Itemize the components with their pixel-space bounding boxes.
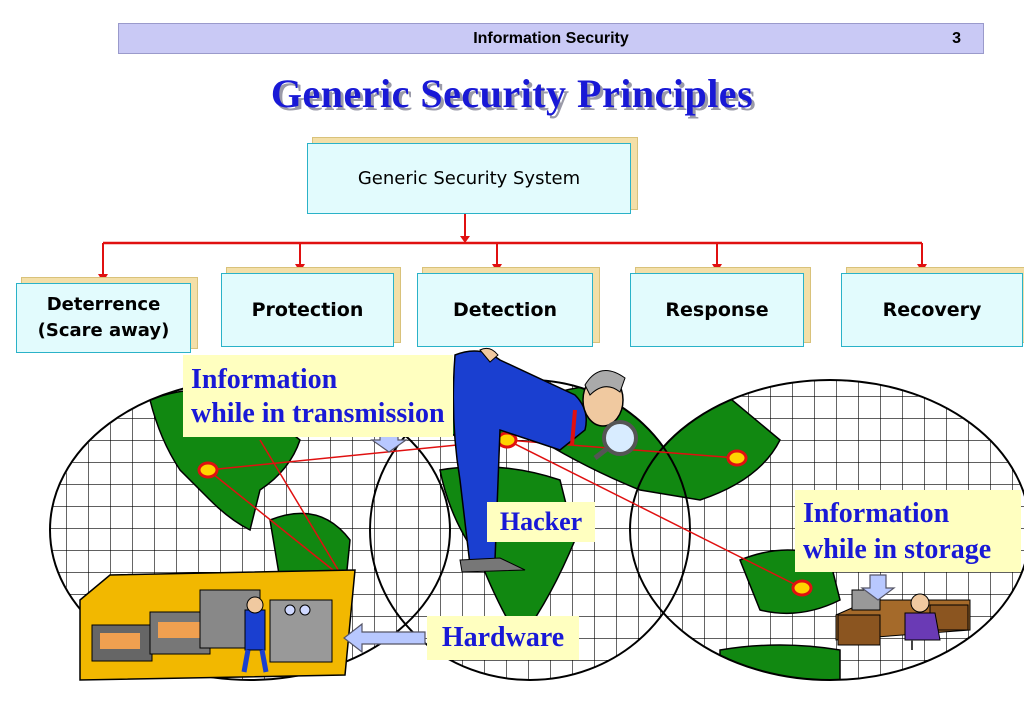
label-line: while in transmission bbox=[191, 398, 445, 429]
label-information-in-storage: Information while in storage bbox=[795, 490, 1021, 572]
root-box-generic-security-system: Generic Security System bbox=[307, 143, 631, 214]
tree-connectors bbox=[98, 214, 927, 282]
principle-sublabel: (Scare away) bbox=[37, 320, 170, 341]
principle-box-detection: Detection bbox=[417, 273, 593, 347]
principle-box-deterrence: Deterrence (Scare away) bbox=[16, 283, 191, 353]
principle-box-recovery: Recovery bbox=[841, 273, 1023, 347]
label-line: Information bbox=[803, 498, 950, 529]
principle-label: Recovery bbox=[882, 299, 982, 321]
slide-header: Information Security 3 bbox=[118, 23, 984, 54]
principle-box-protection: Protection bbox=[221, 273, 394, 347]
label-hacker: Hacker bbox=[487, 502, 595, 542]
storage-workstation bbox=[835, 589, 971, 650]
principle-label: Protection bbox=[251, 299, 364, 321]
hardware-equipment bbox=[79, 569, 356, 681]
label-information-in-transmission: Information while in transmission bbox=[183, 355, 453, 437]
label-line: while in storage bbox=[803, 534, 992, 565]
principle-box-response: Response bbox=[630, 273, 804, 347]
label-line: Information bbox=[191, 364, 338, 395]
header-title: Information Security bbox=[473, 30, 629, 47]
principle-label: Deterrence bbox=[46, 294, 161, 315]
label-hardware: Hardware bbox=[427, 616, 579, 660]
principle-label: Detection bbox=[452, 299, 558, 321]
page-number: 3 bbox=[952, 30, 961, 47]
slide-title: Generic Security Principles bbox=[270, 71, 754, 116]
root-box-label: Generic Security System bbox=[357, 168, 581, 189]
hacker-figure bbox=[452, 347, 638, 573]
principle-label: Response bbox=[665, 299, 769, 321]
